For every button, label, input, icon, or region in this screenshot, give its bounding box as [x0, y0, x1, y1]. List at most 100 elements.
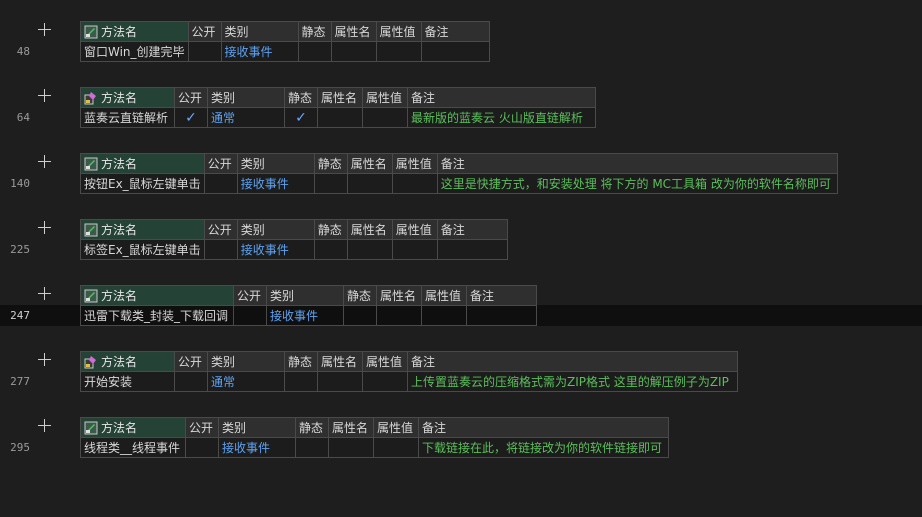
static-check-icon: ✓ [295, 109, 307, 126]
header-static: 静态 [284, 87, 318, 108]
header-public: 公开 [203, 219, 238, 240]
header-attr-name: 属性名 [346, 219, 393, 240]
method-block: 295 方法名 公开 类别 静态 属性名 属性值 备注 线程类__线程事件 接收… [0, 417, 922, 459]
static-cell[interactable] [284, 371, 318, 392]
line-number: 140 [10, 177, 30, 190]
note-cell[interactable]: 最新版的蓝奏云 火山版直链解析 [407, 107, 596, 128]
note-cell[interactable] [466, 305, 537, 326]
note-cell[interactable] [420, 41, 490, 62]
header-category: 类别 [218, 417, 296, 438]
method-name-cell[interactable]: 窗口Win_创建完毕 [80, 41, 189, 62]
category-cell[interactable]: 通常 [207, 107, 285, 128]
category-cell[interactable]: 接收事件 [236, 239, 315, 260]
category-cell[interactable]: 通常 [207, 371, 285, 392]
header-method-name: 方法名 [80, 219, 205, 240]
method-name-cell[interactable]: 开始安装 [80, 371, 175, 392]
event-method-icon [84, 157, 98, 171]
expand-plus-icon[interactable] [37, 22, 53, 38]
attr-value-cell[interactable] [391, 239, 438, 260]
header-public: 公开 [233, 285, 267, 306]
header-attr-name: 属性名 [328, 417, 374, 438]
header-method-name: 方法名 [80, 351, 175, 372]
method-name-cell[interactable]: 蓝奏云直链解析 [80, 107, 175, 128]
public-cell[interactable] [203, 173, 238, 194]
method-block: 277 方法名 公开 类别 静态 属性名 属性值 备注 开始安装 通常 上传置蓝… [0, 351, 922, 393]
header-category: 类别 [236, 219, 315, 240]
header-attr-name: 属性名 [330, 21, 377, 42]
header-attr-value: 属性值 [362, 351, 408, 372]
event-method-icon [84, 223, 98, 237]
header-note: 备注 [418, 417, 669, 438]
header-method-name: 方法名 [80, 417, 186, 438]
method-name-cell[interactable]: 按钮Ex_鼠标左键单击 [80, 173, 205, 194]
header-note: 备注 [436, 219, 508, 240]
header-category: 类别 [207, 351, 285, 372]
header-note: 备注 [407, 351, 738, 372]
static-cell[interactable] [313, 173, 348, 194]
method-name-cell[interactable]: 标签Ex_鼠标左键单击 [80, 239, 205, 260]
header-static: 静态 [297, 21, 332, 42]
category-cell[interactable]: 接收事件 [236, 173, 315, 194]
method-name-cell[interactable]: 迅雷下载类_封装_下载回调 [80, 305, 234, 326]
attr-value-cell[interactable] [391, 173, 438, 194]
header-static: 静态 [343, 285, 377, 306]
event-method-icon [84, 25, 98, 39]
static-cell[interactable]: ✓ [284, 107, 318, 128]
header-attr-name: 属性名 [376, 285, 422, 306]
attr-name-cell[interactable] [317, 107, 363, 128]
public-method-icon [84, 356, 96, 369]
expand-plus-icon[interactable] [37, 286, 53, 302]
attr-value-cell[interactable] [421, 305, 467, 326]
static-cell[interactable] [295, 437, 329, 458]
category-cell[interactable]: 接收事件 [266, 305, 344, 326]
public-cell[interactable] [174, 371, 208, 392]
static-cell[interactable] [297, 41, 332, 62]
public-cell[interactable] [203, 239, 238, 260]
expand-plus-icon[interactable] [37, 418, 53, 434]
attr-value-cell[interactable] [362, 107, 408, 128]
header-static: 静态 [295, 417, 329, 438]
header-note: 备注 [420, 21, 490, 42]
note-cell[interactable]: 下载链接在此，将链接改为你的软件链接即可 [418, 437, 669, 458]
note-cell[interactable] [436, 239, 508, 260]
header-attr-name: 属性名 [317, 351, 363, 372]
public-cell[interactable] [185, 437, 219, 458]
static-cell[interactable] [343, 305, 377, 326]
attr-name-cell[interactable] [376, 305, 422, 326]
note-cell[interactable]: 这里是快捷方式，和安装处理 将下方的 MC工具箱 改为你的软件名称即可 [436, 173, 838, 194]
header-public: 公开 [185, 417, 219, 438]
header-static: 静态 [313, 219, 348, 240]
attr-name-cell[interactable] [317, 371, 363, 392]
method-table: 方法名 公开 类别 静态 属性名 属性值 备注 窗口Win_创建完毕 接收事件 [80, 21, 490, 62]
attr-name-cell[interactable] [346, 239, 393, 260]
attr-value-cell[interactable] [373, 437, 419, 458]
header-attr-value: 属性值 [373, 417, 419, 438]
expand-plus-icon[interactable] [37, 88, 53, 104]
header-attr-value: 属性值 [375, 21, 422, 42]
expand-plus-icon[interactable] [37, 352, 53, 368]
method-name-cell[interactable]: 线程类__线程事件 [80, 437, 186, 458]
attr-value-cell[interactable] [362, 371, 408, 392]
attr-value-cell[interactable] [375, 41, 422, 62]
public-cell[interactable] [233, 305, 267, 326]
header-attr-name: 属性名 [346, 153, 393, 174]
method-table: 方法名 公开 类别 静态 属性名 属性值 备注 蓝奏云直链解析 ✓ 通常 ✓ 最… [80, 87, 596, 128]
public-method-icon [84, 92, 96, 105]
header-static: 静态 [284, 351, 318, 372]
expand-plus-icon[interactable] [37, 220, 53, 236]
public-cell[interactable] [187, 41, 222, 62]
line-number: 295 [10, 441, 30, 454]
header-category: 类别 [266, 285, 344, 306]
category-cell[interactable]: 接收事件 [218, 437, 296, 458]
header-public: 公开 [203, 153, 238, 174]
attr-name-cell[interactable] [330, 41, 377, 62]
note-cell[interactable]: 上传置蓝奏云的压缩格式需为ZIP格式 这里的解压例子为ZIP [407, 371, 738, 392]
line-number: 64 [16, 111, 30, 124]
expand-plus-icon[interactable] [37, 154, 53, 170]
attr-name-cell[interactable] [346, 173, 393, 194]
static-cell[interactable] [313, 239, 348, 260]
line-number: 247 [10, 309, 30, 322]
public-cell[interactable]: ✓ [174, 107, 208, 128]
category-cell[interactable]: 接收事件 [220, 41, 299, 62]
attr-name-cell[interactable] [328, 437, 374, 458]
